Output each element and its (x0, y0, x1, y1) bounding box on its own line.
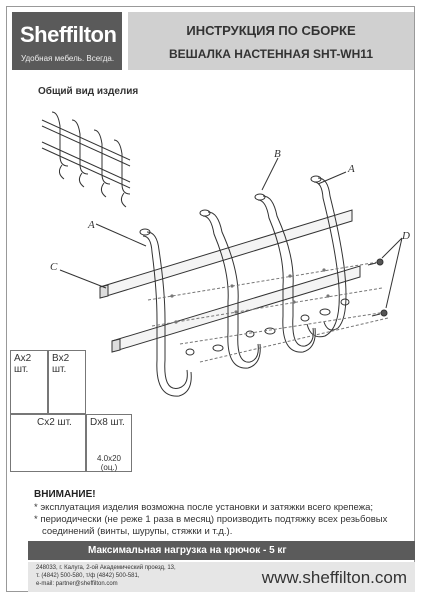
part-d-cell: Dx8 шт. 4.0x20 (оц.) (86, 414, 132, 472)
brand-tagline: Удобная мебель. Всегда. (21, 54, 115, 63)
brand-logo: Sheffilton Удобная мебель. Всегда. (12, 12, 122, 70)
instruction-title: ИНСТРУКЦИЯ ПО СБОРКЕ (186, 23, 356, 38)
rail-c-upper (99, 209, 353, 299)
notice-line-1: * эксплуатация изделия возможна после ус… (34, 502, 374, 513)
footer-email: e-mail: partner@sheffilton.com (36, 581, 118, 587)
part-c-cell: Cx2 шт. (10, 414, 86, 472)
callout-a-left: A (87, 219, 95, 231)
callout-d: D (401, 230, 410, 242)
part-a-cell: Ax2 шт. (10, 350, 48, 414)
max-load-banner: Максимальная нагрузка на крючок - 5 кг (28, 541, 415, 560)
title-block: ИНСТРУКЦИЯ ПО СБОРКЕ ВЕШАЛКА НАСТЕННАЯ S… (128, 12, 414, 70)
part-d-label: Dx8 шт. (90, 417, 125, 428)
footer-phones: т. (4842) 500-580, т/ф (4842) 500-581, (36, 573, 140, 579)
footer-address: 248033, г. Калуга, 2-ой Академический пр… (36, 565, 176, 571)
callout-b: B (274, 148, 281, 160)
product-title: ВЕШАЛКА НАСТЕННАЯ SHT-WH11 (169, 47, 373, 61)
screw-guides (147, 261, 389, 363)
website-link[interactable]: www.sheffilton.com (261, 568, 407, 587)
callout-a-right: A (347, 163, 355, 175)
part-d-size: 4.0x20 (96, 454, 122, 463)
general-view-title: Общий вид изделия (38, 86, 139, 97)
part-a-label: Ax2 шт. (14, 353, 32, 375)
part-b-cell: Bx2 шт. (48, 350, 86, 414)
footer: 248033, г. Калуга, 2-ой Академический пр… (28, 562, 415, 592)
brand-name: Sheffilton (20, 22, 117, 47)
part-b-label: Bx2 шт. (52, 353, 70, 375)
rail-c-lower (111, 265, 361, 353)
screw-d-lower (371, 309, 388, 317)
hook-a-right (306, 175, 350, 338)
hook-b-left (199, 209, 261, 369)
callout-c: C (50, 261, 58, 273)
part-d-note: (оц.) (100, 463, 118, 472)
overview-sketch (41, 111, 131, 208)
hook-b-right (254, 193, 316, 353)
notice-title: ВНИМАНИЕ! (34, 489, 96, 500)
hook-a-left (139, 228, 195, 397)
hook-tips (212, 308, 331, 352)
notice-line-2: * периодически (не реже 1 раза в месяц) … (34, 514, 388, 525)
screw-heads (170, 268, 330, 324)
notice-line-3: соединений (винты, шурупы, стяжки и т.д.… (42, 526, 233, 537)
part-c-label: Cx2 шт. (37, 417, 72, 428)
screw-d-upper (367, 258, 384, 266)
leader-lines (59, 157, 403, 309)
